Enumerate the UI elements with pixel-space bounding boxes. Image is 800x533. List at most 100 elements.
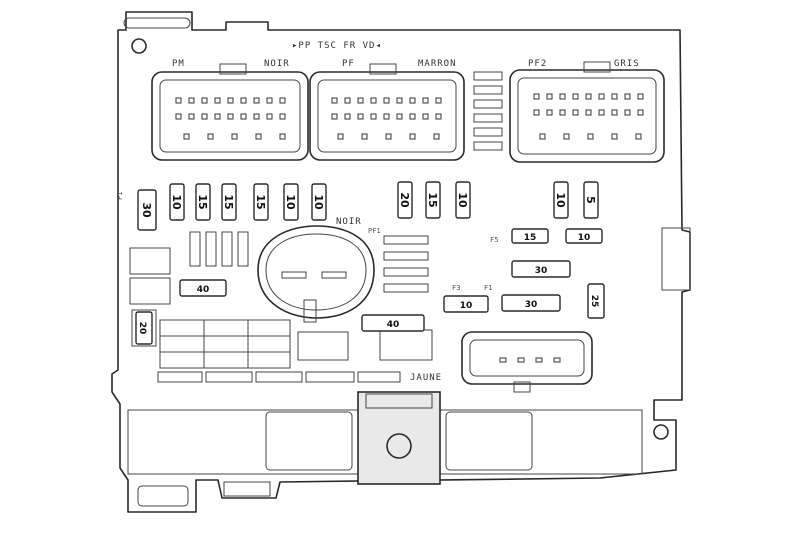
bottom-slot-strip: [157, 371, 401, 383]
fuse-top: 5: [583, 181, 599, 219]
connector-pin: [533, 93, 540, 100]
connector-pin: [435, 97, 442, 104]
fuse-amp-label: 15: [426, 192, 439, 207]
terminal-block-left: [159, 319, 291, 369]
fuse-amp-label: 15: [196, 194, 209, 209]
fuse-amp-label: 5: [584, 196, 597, 204]
connector-pin: [207, 133, 214, 140]
connector-pin: [188, 113, 195, 120]
fuse-body: [283, 183, 299, 221]
connector-pin: [546, 93, 553, 100]
fuse-top: 15: [195, 183, 211, 221]
fuse-middle: 15: [511, 228, 549, 244]
fuse-body: [169, 183, 185, 221]
fuse-top: 20: [397, 181, 413, 219]
fuse-top: 30: [137, 189, 157, 231]
fuse-body: [425, 181, 441, 219]
connector-pf: [309, 63, 465, 161]
connector-pin: [533, 109, 540, 116]
fuse-middle: 30: [501, 294, 561, 312]
fuse-body: [137, 189, 157, 231]
connector-color-noir: NOIR: [264, 59, 290, 69]
connector-pin: [598, 109, 605, 116]
connector-pin: [563, 133, 570, 140]
connector-pin: [266, 113, 273, 120]
fuse-body: [311, 183, 327, 221]
connector-code-pf2: PF2: [528, 59, 547, 69]
connector-code-pm: PM: [172, 59, 185, 69]
connector-pin: [624, 109, 631, 116]
connector-pin: [253, 113, 260, 120]
connector-pin: [585, 109, 592, 116]
mounting-hole-bottom-right: [653, 424, 669, 440]
terminal-stud-plate: [357, 391, 441, 485]
bottom-panel: [127, 391, 643, 485]
fuse-amp-label: 10: [312, 194, 325, 210]
connector-pin: [598, 93, 605, 100]
top-left-tab: [123, 17, 191, 29]
connector-pin: [201, 113, 208, 120]
connector-pin: [559, 109, 566, 116]
fuse-amp-label: 10: [284, 194, 297, 210]
connector-pin: [587, 133, 594, 140]
connector-pin: [409, 133, 416, 140]
connector-pin: [635, 133, 642, 140]
connector-pin: [396, 113, 403, 120]
connector-pin: [611, 133, 618, 140]
fuse-body: [179, 279, 227, 297]
connector-pin: [539, 133, 546, 140]
center-label-jaune: JAUNE: [410, 373, 442, 383]
fuse-amp-label: 10: [554, 192, 567, 208]
connector-pin: [279, 113, 286, 120]
connector-pin: [585, 93, 592, 100]
connector-code-pf: PF: [342, 59, 355, 69]
connector-pin: [383, 113, 390, 120]
fuse-body: [553, 181, 569, 219]
connector-pin: [637, 93, 644, 100]
fuse-amp-label: 10: [460, 301, 473, 311]
fuse-code-f1: F1: [116, 192, 124, 200]
connector-pin: [637, 109, 644, 116]
connector-pin: [331, 97, 338, 104]
fuse-body: [195, 183, 211, 221]
connector-pin: [370, 97, 377, 104]
connector-pin: [370, 113, 377, 120]
connector-lower-right: [461, 331, 593, 393]
connector-pin: [611, 109, 618, 116]
fuse-body: [253, 183, 269, 221]
fuse-middle: 20: [135, 311, 153, 345]
connector-color-gris: GRIS: [614, 59, 640, 69]
fuse-top: 10: [553, 181, 569, 219]
fuse-body: [135, 311, 153, 345]
fuse-body: [511, 228, 549, 244]
connector-pin: [279, 97, 286, 104]
fuse-top: 10: [455, 181, 471, 219]
connector-pin: [357, 97, 364, 104]
bottom-left-tab: [137, 485, 189, 507]
fuse-body: [565, 228, 603, 244]
relay-slots-top: [473, 71, 503, 151]
connector-pin: [331, 113, 338, 120]
connector-pin: [214, 113, 221, 120]
fuse-amp-label: 15: [524, 233, 537, 243]
fuse-body: [221, 183, 237, 221]
connector-pin: [383, 97, 390, 104]
fuse-amp-label: 40: [197, 285, 210, 295]
fuse-top: 15: [425, 181, 441, 219]
connector-pin: [188, 97, 195, 104]
central-relay: [257, 225, 375, 323]
connector-pin: [175, 97, 182, 104]
connector-color-marron: MARRON: [418, 59, 457, 69]
center-label-noir: NOIR: [336, 217, 362, 227]
relay-slots-left: [129, 231, 249, 347]
connector-pin: [624, 93, 631, 100]
connector-pin: [435, 113, 442, 120]
fuse-body: [587, 283, 605, 319]
fuse-amp-label: 30: [140, 202, 153, 218]
fuse-body: [455, 181, 471, 219]
fuse-top: 15: [253, 183, 269, 221]
fuse-amp-label: 20: [137, 322, 147, 335]
terminal-stud-hole: [386, 433, 412, 459]
